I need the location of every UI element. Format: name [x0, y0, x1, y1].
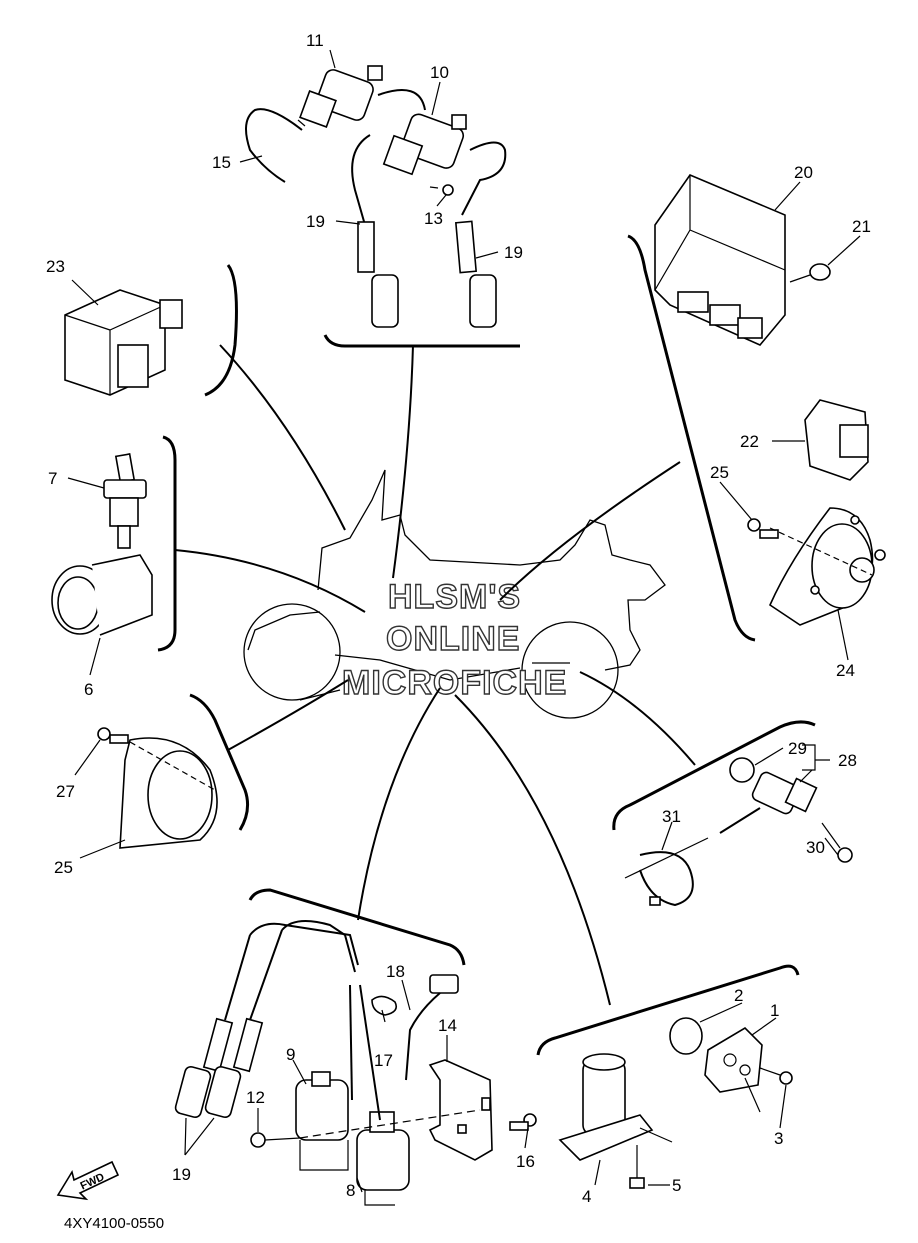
callout-12: 12 — [246, 1088, 265, 1107]
callout-27: 27 — [56, 782, 75, 801]
callout-5: 5 — [672, 1176, 681, 1195]
callout-20: 20 — [794, 163, 813, 182]
callout-23: 23 — [46, 257, 65, 276]
group-leader-lines — [174, 344, 696, 1006]
watermark-line2: ONLINE — [386, 620, 520, 658]
ignition-coil-10 — [382, 113, 467, 176]
motor-4 — [558, 1053, 673, 1161]
plug-cap-19-left — [357, 221, 399, 328]
callout-2: 2 — [734, 986, 743, 1005]
plate-1 — [704, 1026, 763, 1113]
callout-21: 21 — [852, 217, 871, 236]
watermark-line3: MICROFICHE — [342, 664, 567, 702]
grommet-21 — [789, 263, 831, 283]
thermo-switch-7 — [103, 453, 147, 549]
ecu-20 — [654, 174, 786, 346]
callout-26: 25 — [710, 463, 729, 482]
callout-18: 18 — [386, 962, 405, 981]
plug-cap-19-bottom-left — [174, 1017, 234, 1118]
callout-9: 9 — [286, 1045, 295, 1064]
o-ring-2 — [669, 1017, 703, 1055]
callout-31: 31 — [662, 807, 681, 826]
speed-sensor-group — [624, 757, 853, 907]
callout-15: 15 — [212, 153, 231, 172]
bolt-27 — [97, 727, 129, 744]
callout-1: 1 — [770, 1001, 779, 1020]
callout-19-top-right: 19 — [504, 243, 523, 262]
ignition-coil-8 — [356, 1111, 410, 1206]
callout-3: 3 — [774, 1129, 783, 1148]
callout-22: 22 — [740, 432, 759, 451]
sender-6 — [51, 554, 153, 636]
clamp-17 — [371, 995, 398, 1016]
callout-16: 16 — [516, 1152, 535, 1171]
callout-11: 11 — [306, 31, 324, 50]
callout-7: 7 — [48, 469, 57, 488]
bolt-13 — [429, 184, 454, 196]
forward-label: FWD — [79, 1171, 107, 1192]
callout-30: 30 — [806, 838, 825, 857]
callout-19-bottom: 19 — [172, 1165, 191, 1184]
horn-24 — [768, 507, 886, 626]
drawing-code: 4XY4100-0550 — [64, 1215, 164, 1232]
screw-30 — [821, 822, 853, 863]
callout-29: 29 — [788, 739, 807, 758]
group-brackets — [157, 234, 816, 1056]
screw-3 — [759, 1067, 793, 1085]
callout-14: 14 — [438, 1016, 457, 1035]
bolt-26 — [747, 518, 779, 539]
connector-18 — [405, 974, 459, 1081]
plug-cap-19-bottom-right — [204, 1017, 264, 1118]
watermark: HLSM'S ONLINE MICROFICHE — [341, 577, 567, 702]
callout-10: 10 — [430, 63, 449, 82]
band-31 — [639, 851, 694, 907]
callout-13: 13 — [424, 209, 443, 228]
bolt-16 — [509, 1113, 537, 1131]
ignition-coil-group-bottom — [174, 920, 537, 1206]
relay-22 — [804, 399, 869, 481]
callout-25: 25 — [54, 858, 73, 877]
relay-23 — [64, 289, 183, 396]
motorcycle-outline — [243, 469, 666, 719]
forward-arrow: FWD — [56, 1160, 120, 1201]
callout-leaders — [67, 49, 861, 1193]
callout-6: 6 — [84, 680, 93, 699]
bolt-12 — [250, 1132, 301, 1148]
watermark-line1: HLSM'S — [388, 578, 521, 616]
callout-8: 8 — [346, 1181, 355, 1200]
callout-numbers: 11 10 15 19 13 19 20 21 22 23 7 25 6 24 … — [46, 31, 871, 1206]
callout-28: 28 — [838, 751, 857, 770]
ignition-coil-9 — [295, 1071, 349, 1171]
horn-25 — [119, 737, 218, 849]
cord-15 — [245, 108, 303, 183]
callout-17: 17 — [374, 1051, 393, 1070]
callout-24: 24 — [836, 661, 855, 680]
bolt-5 — [629, 1145, 645, 1189]
ignition-coil-11 — [299, 65, 383, 128]
plug-cap-19-right — [454, 220, 497, 328]
servo-motor-group — [558, 1017, 793, 1189]
o-ring-29 — [729, 757, 755, 783]
bracket-14 — [428, 1059, 493, 1161]
ignition-coil-group-top — [245, 65, 507, 328]
callout-4: 4 — [582, 1187, 591, 1206]
callout-19-top-left: 19 — [306, 212, 325, 231]
